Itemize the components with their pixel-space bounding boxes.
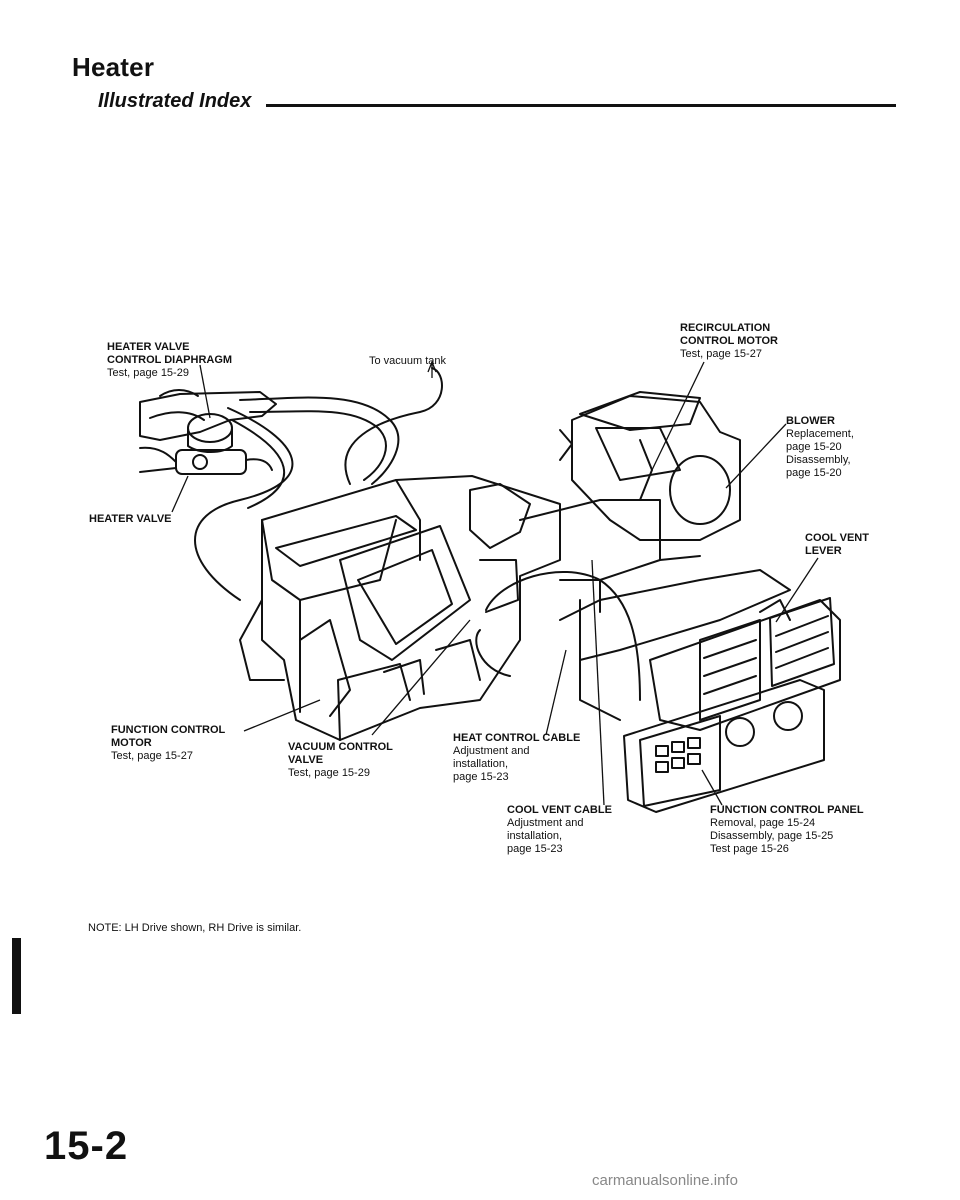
label-heat-control-cable: HEAT CONTROL CABLE Adjustment and instal… [453,732,581,783]
label-cool-vent-lever: COOL VENT LEVER [805,532,869,557]
title-rule [266,104,896,107]
label-heater-valve: HEATER VALVE [89,513,172,525]
label-vacuum-tank: To vacuum tank [369,355,447,367]
label-function-control-panel: FUNCTION CONTROL PANEL Removal, page 15-… [710,804,864,855]
page-title: Heater [72,52,155,82]
page-number: 15-2 [44,1124,129,1168]
cool-vent-illustration [649,597,841,731]
section-tab-marker [12,938,21,1014]
label-recirculation-control-motor: RECIRCULATION CONTROL MOTOR Test, page 1… [680,322,778,360]
drive-note: NOTE: LH Drive shown, RH Drive is simila… [88,922,302,934]
heater-unit-illustration [239,475,561,741]
heater-valve-illustration [139,389,277,475]
label-blower: BLOWER Replacement, page 15-20 Disassemb… [786,415,854,479]
control-cable-illustration [475,571,641,701]
label-heater-valve-control-diaphragm: HEATER VALVE CONTROL DIAPHRAGM Test, pag… [107,341,233,379]
label-vacuum-control-valve: VACUUM CONTROL VALVE Test, page 15-29 [288,741,393,779]
vacuum-hose-illustration [194,367,443,601]
control-panel-illustration [623,679,825,813]
label-cool-vent-cable: COOL VENT CABLE Adjustment and installat… [507,804,612,855]
footer-watermark: carmanualsonline.info [592,1172,738,1189]
blower-unit-illustration [559,391,741,541]
section-subtitle: Illustrated Index [98,90,252,112]
label-function-control-motor: FUNCTION CONTROL MOTOR Test, page 15-27 [111,724,226,762]
